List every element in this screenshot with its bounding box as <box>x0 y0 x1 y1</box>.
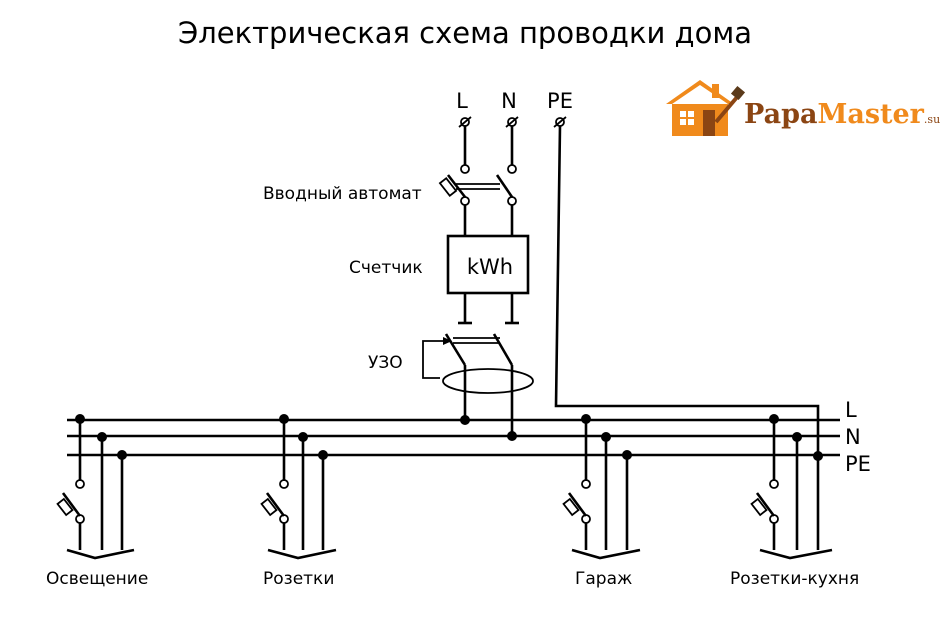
logo: PapaMaster.su <box>666 80 940 136</box>
pe-feed-wire <box>554 125 820 456</box>
rcd-device <box>422 333 534 436</box>
logo-text-domain: .su <box>924 113 940 126</box>
circuit-label-garage: Гараж <box>575 569 632 589</box>
rcd-label: УЗО <box>368 353 403 373</box>
logo-text-papa: Papa <box>744 99 817 130</box>
circuit-lighting <box>56 414 135 560</box>
house-icon <box>666 80 746 136</box>
logo-text: PapaMaster.su <box>744 99 940 130</box>
terminal-label-pe: PE <box>547 89 573 113</box>
input-breaker <box>438 174 517 206</box>
terminal-label-n: N <box>501 89 517 113</box>
bus-label-l: L <box>845 398 857 422</box>
input-breaker-label: Вводный автомат <box>263 184 422 204</box>
circuit-garage <box>562 414 641 560</box>
bus-label-n: N <box>845 425 861 449</box>
circuit-label-lighting: Освещение <box>46 569 148 589</box>
circuit-label-kitchen: Розетки-кухня <box>730 569 859 589</box>
meter-unit: kWh <box>467 255 513 279</box>
circuit-label-sockets: Розетки <box>263 569 334 589</box>
circuit-sockets <box>260 414 337 560</box>
terminal-label-l: L <box>456 89 468 113</box>
electric-meter: kWh <box>446 234 530 295</box>
circuit-kitchen-sockets <box>750 414 833 560</box>
input-terminals <box>458 116 567 128</box>
busbars <box>67 418 840 457</box>
bus-label-pe: PE <box>845 452 871 476</box>
logo-text-master: Master <box>817 99 924 130</box>
meter-label: Счетчик <box>349 258 423 278</box>
diagram-title: Электрическая схема проводки дома <box>178 16 752 50</box>
